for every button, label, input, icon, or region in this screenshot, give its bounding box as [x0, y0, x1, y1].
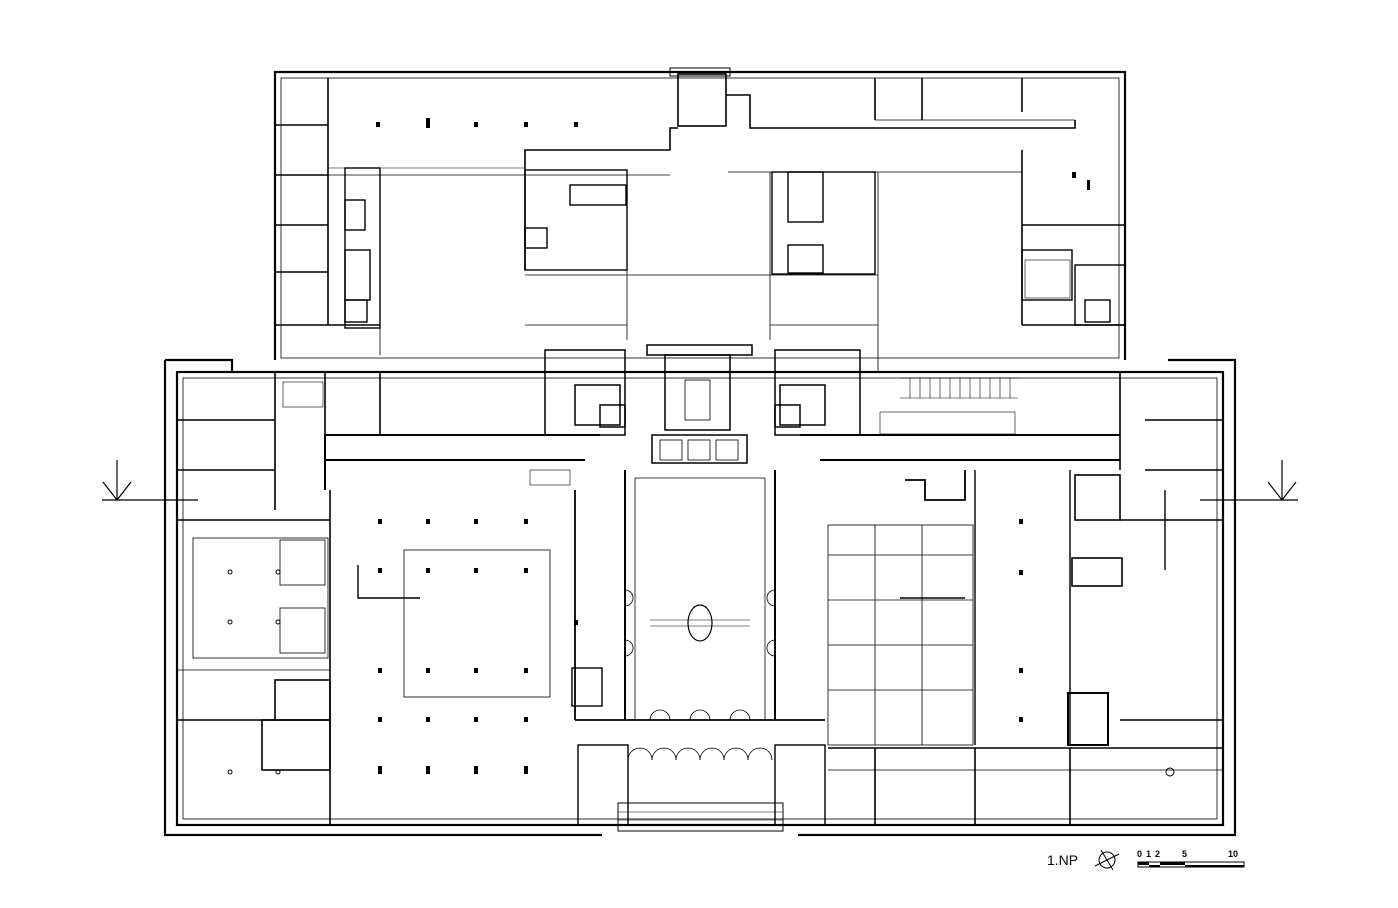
- door-swings: [624, 589, 776, 761]
- scale-tick-label: 10: [1228, 849, 1239, 859]
- section-line-left: [102, 460, 198, 501]
- scale-bar-fills: [1138, 862, 1244, 867]
- east-wing: [1067, 372, 1223, 746]
- scale-tick-label: 5: [1182, 849, 1188, 859]
- central-core: [544, 344, 861, 464]
- north-wing: [275, 73, 1125, 326]
- scale-tick-label: 1: [1146, 849, 1152, 859]
- floor-label: 1.NP: [1047, 852, 1079, 868]
- stair-hatching: [282, 259, 1071, 486]
- section-line-right: [1200, 460, 1298, 501]
- round-columns: [227, 569, 1175, 777]
- central-atrium: [575, 470, 825, 721]
- right-grid-hall: [827, 470, 1071, 746]
- north-left-core: [344, 167, 381, 355]
- building-outline: [163, 67, 1237, 837]
- scale-tick-label: 2: [1155, 849, 1161, 859]
- south-east-rooms: [828, 747, 1223, 825]
- central-north-block: [524, 169, 879, 372]
- north-right-core: [1021, 249, 1126, 326]
- scale-tick-label: 0: [1137, 849, 1143, 859]
- south-entrance: [577, 744, 826, 832]
- main-corridor: [324, 434, 1120, 490]
- north-arrow-icon: [1094, 849, 1120, 871]
- inner-wall-lines: [182, 77, 1218, 820]
- west-wing: [177, 371, 525, 825]
- structural-columns: [376, 118, 1090, 774]
- left-hall: [357, 490, 603, 720]
